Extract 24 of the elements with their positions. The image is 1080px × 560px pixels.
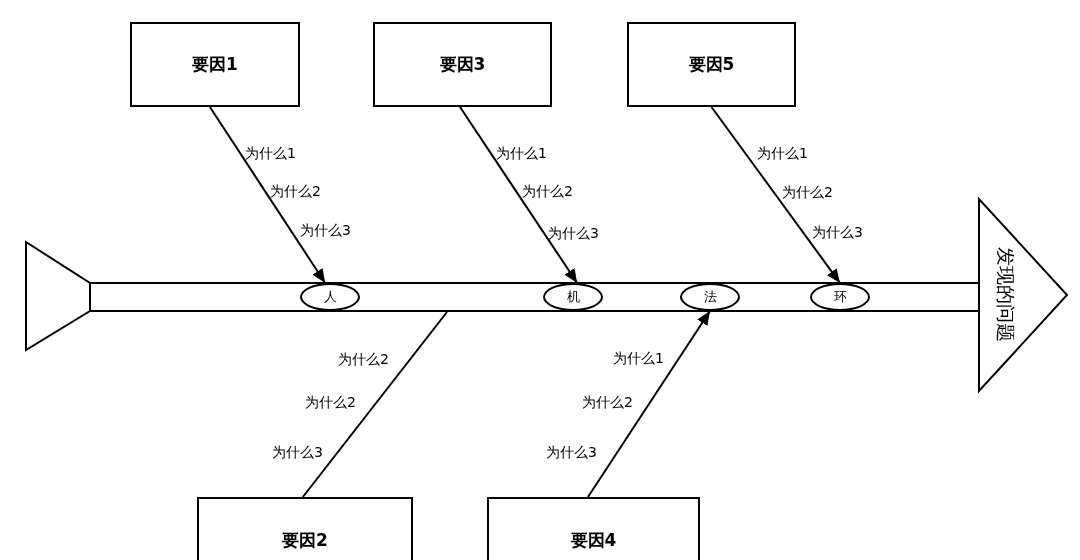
cause-box: 要因3	[373, 22, 552, 107]
why-label: 为什么2	[582, 394, 633, 410]
fish-spine	[90, 282, 978, 312]
why-label: 为什么2	[338, 351, 389, 367]
branch-line	[301, 311, 448, 498]
cause-box: 要因1	[130, 22, 300, 107]
fish-head-triangle: 发现的问题	[978, 198, 1068, 392]
arrow	[459, 106, 579, 284]
category-ellipse: 环	[810, 283, 870, 311]
cause-box: 要因4	[487, 497, 700, 560]
arrow	[710, 106, 841, 284]
cause-box: 要因2	[197, 497, 413, 560]
why-label: 为什么2	[782, 184, 833, 200]
why-label: 为什么2	[522, 183, 573, 199]
category-ellipse: 机	[543, 283, 603, 311]
arrow	[208, 106, 327, 284]
category-ellipse: 人	[300, 283, 360, 311]
why-label: 为什么2	[270, 183, 321, 199]
why-label: 为什么2	[305, 394, 356, 410]
fish-tail	[25, 241, 92, 352]
cause-box: 要因5	[627, 22, 796, 107]
why-label: 为什么1	[613, 350, 664, 366]
arrow	[586, 310, 711, 498]
category-ellipse: 法	[680, 283, 740, 311]
